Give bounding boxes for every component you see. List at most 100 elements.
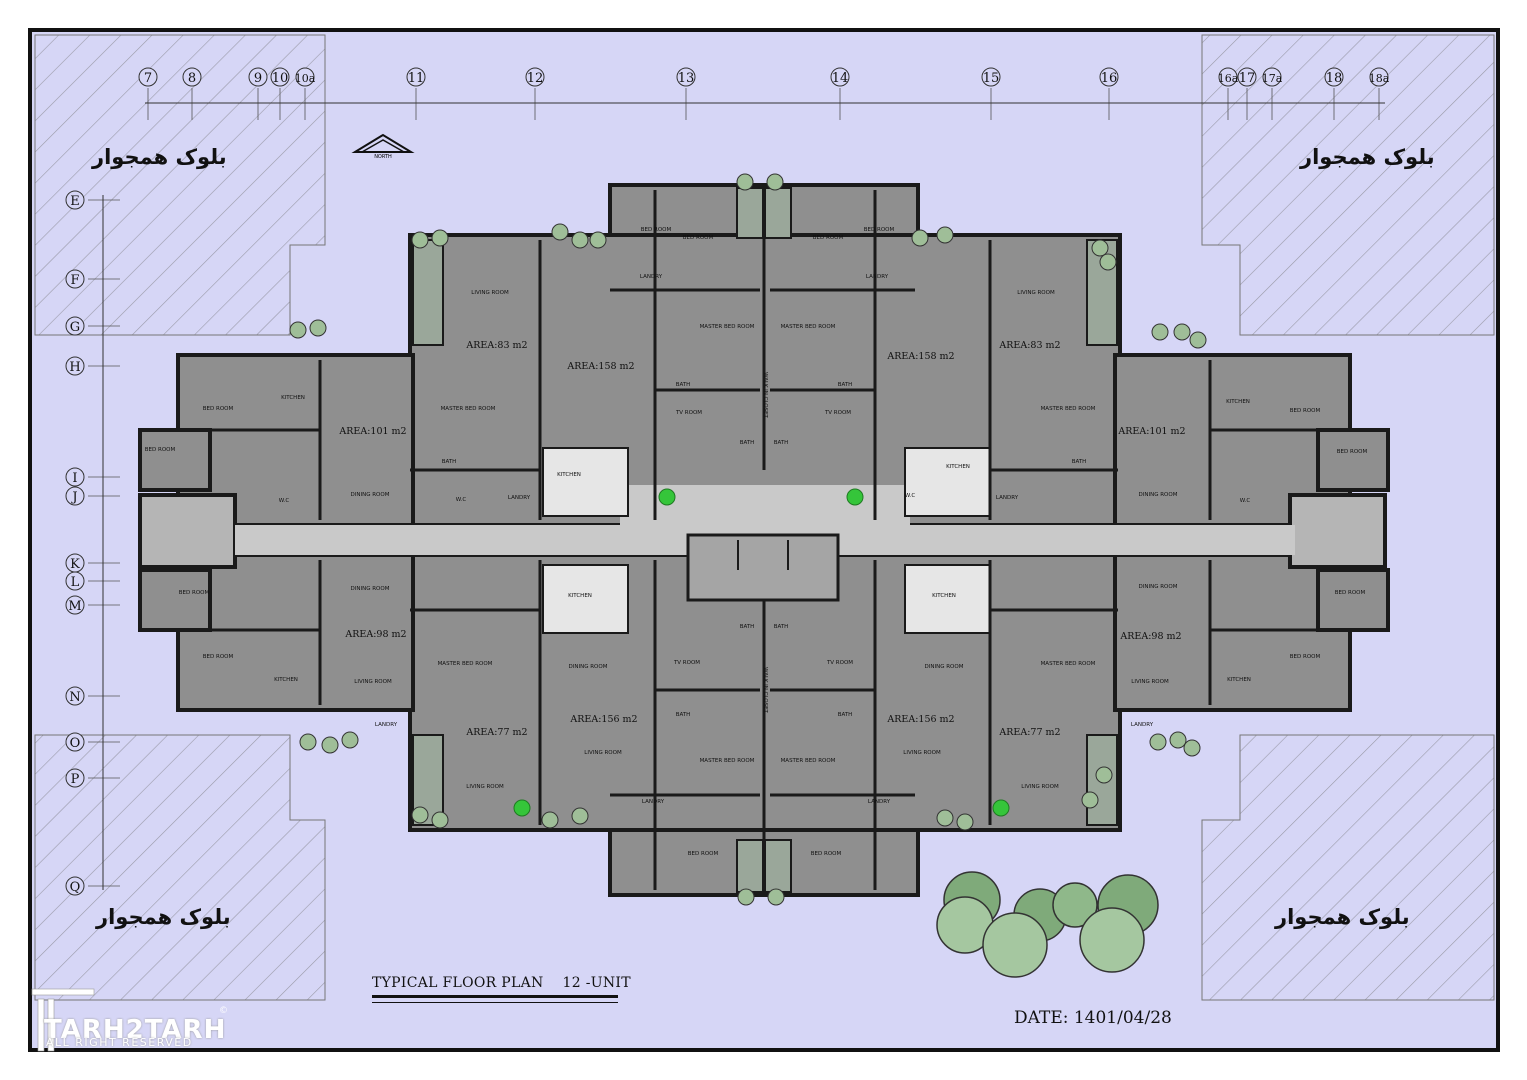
column-grid-label: 14 <box>832 71 849 86</box>
unit-area: AREA:83 m2 <box>998 340 1060 351</box>
room-label: BATH <box>1072 459 1087 465</box>
room-label: LANDRY <box>868 799 891 805</box>
column-grid-label: 10 <box>272 71 289 86</box>
room-label: LIVING ROOM <box>1021 784 1059 790</box>
room-label: KITCHEN <box>1227 677 1251 683</box>
column-grid-label: 10a <box>295 72 316 85</box>
indoor-plant-icon <box>992 799 1010 817</box>
unit-area-labels: AREA:83 m2 AREA:158 m2 AREA:158 m2 AREA:… <box>338 340 1185 738</box>
room-label: MASTER BED ROOM <box>781 758 836 764</box>
north-arrow-icon: NORTH <box>351 133 415 160</box>
column-grid-bubble <box>1218 67 1238 87</box>
shrub-icon <box>431 229 449 247</box>
column-grid-label: 18 <box>1326 71 1343 86</box>
room-label: W.C <box>456 497 467 503</box>
row-grid-bubble <box>65 356 85 376</box>
room-label: LIVING ROOM <box>354 679 392 685</box>
room-label: BED ROOM <box>179 590 210 596</box>
room-label: MASTER BED ROOM <box>700 758 755 764</box>
indoor-plant-icon <box>846 488 864 506</box>
column-grid-bubble <box>182 67 202 87</box>
room-label: LANDRY <box>375 722 398 728</box>
shrub-icon <box>1091 239 1109 257</box>
row-grid-bubble <box>65 595 85 615</box>
room-label: BATH <box>774 440 789 446</box>
room-label: LIVING ROOM <box>584 750 622 756</box>
shrub-icon <box>936 226 954 244</box>
room-label: LANDRY <box>996 495 1019 501</box>
column-grid-label: 12 <box>527 71 544 86</box>
room-label: DINING ROOM <box>569 664 608 670</box>
shrub-icon <box>299 733 317 751</box>
room-label: LANDRY <box>642 799 665 805</box>
shrub-icon <box>289 321 307 339</box>
row-grid-label: P <box>71 772 80 787</box>
column-grid-label: 16 <box>1101 71 1118 86</box>
room-label: WALK-IN CLOSET <box>762 667 768 713</box>
room-label: KITCHEN <box>557 472 581 478</box>
room-label: BED ROOM <box>203 406 234 412</box>
column-grid-bubble <box>981 67 1001 87</box>
neighbor-block-label: بلوک همجوار <box>1300 145 1435 169</box>
row-grid-bubble <box>65 732 85 752</box>
room-label: MASTER BED ROOM <box>1041 661 1096 667</box>
room-label: LANDRY <box>866 274 889 280</box>
unit-area: AREA:158 m2 <box>566 361 634 372</box>
shrub-icon <box>1095 766 1113 784</box>
room-label: LANDRY <box>640 274 663 280</box>
room-label: KITCHEN <box>274 677 298 683</box>
shrub-icon <box>736 173 754 191</box>
room-label: LIVING ROOM <box>466 784 504 790</box>
room-label: BED ROOM <box>1335 590 1366 596</box>
column-grid-bubble <box>1369 67 1389 87</box>
column-grid-bubble <box>525 67 545 87</box>
row-grid-label: J <box>70 490 77 505</box>
room-label: MASTER BED ROOM <box>438 661 493 667</box>
room-label: LIVING ROOM <box>1017 290 1055 296</box>
shrub-icon <box>1099 253 1117 271</box>
indoor-plant-icon <box>513 799 531 817</box>
column-grid-bubble <box>406 67 426 87</box>
shrub-icon <box>766 173 784 191</box>
row-grid-label: I <box>72 471 77 486</box>
room-label: MASTER BED ROOM <box>441 406 496 412</box>
shrub-icon <box>589 231 607 249</box>
logo-name: TARH2TARH <box>44 1015 227 1045</box>
room-label: TV ROOM <box>826 660 853 666</box>
row-grid-bubble <box>65 486 85 506</box>
row-grid-label: H <box>69 360 80 375</box>
room-label: DINING ROOM <box>925 664 964 670</box>
tarh2tarh-logo-icon <box>31 988 95 1052</box>
room-labels: LIVING ROOM LIVING ROOM MASTER BED ROOM … <box>145 227 1368 857</box>
building-footprint <box>138 183 1390 897</box>
room-label: KITCHEN <box>932 593 956 599</box>
room-label: KITCHEN <box>281 395 305 401</box>
shrub-icon <box>411 806 429 824</box>
shrub-icon <box>1169 731 1187 749</box>
row-grid-label: F <box>70 273 79 288</box>
room-label: BED ROOM <box>1290 654 1321 660</box>
row-grid-label: M <box>68 599 81 614</box>
closet-labels: WALK-IN CLOSET WALK-IN CLOSET <box>762 372 768 713</box>
row-grid-bubble <box>65 316 85 336</box>
row-grid-label: O <box>70 736 81 751</box>
shrub-icon <box>1183 739 1201 757</box>
room-label: DINING ROOM <box>1139 584 1178 590</box>
room-label: BED ROOM <box>811 851 842 857</box>
column-grid-label: 16a <box>1218 72 1239 85</box>
room-label: BATH <box>676 712 691 718</box>
shrub-icon <box>737 888 755 906</box>
neighbor-blocks <box>34 34 1495 1001</box>
room-label: BATH <box>774 624 789 630</box>
row-grid-bubble <box>65 190 85 210</box>
column-grid-bubble <box>138 67 158 87</box>
room-label: LIVING ROOM <box>471 290 509 296</box>
landscape-plants <box>289 173 1207 906</box>
column-grid-label: 18a <box>1369 72 1390 85</box>
copyright-mark: © <box>219 1006 228 1016</box>
unit-area: AREA:98 m2 <box>344 629 406 640</box>
shrub-icon <box>936 809 954 827</box>
column-grid-bubble <box>1099 67 1119 87</box>
unit-area: AREA:156 m2 <box>886 714 954 725</box>
room-label: BATH <box>838 712 853 718</box>
